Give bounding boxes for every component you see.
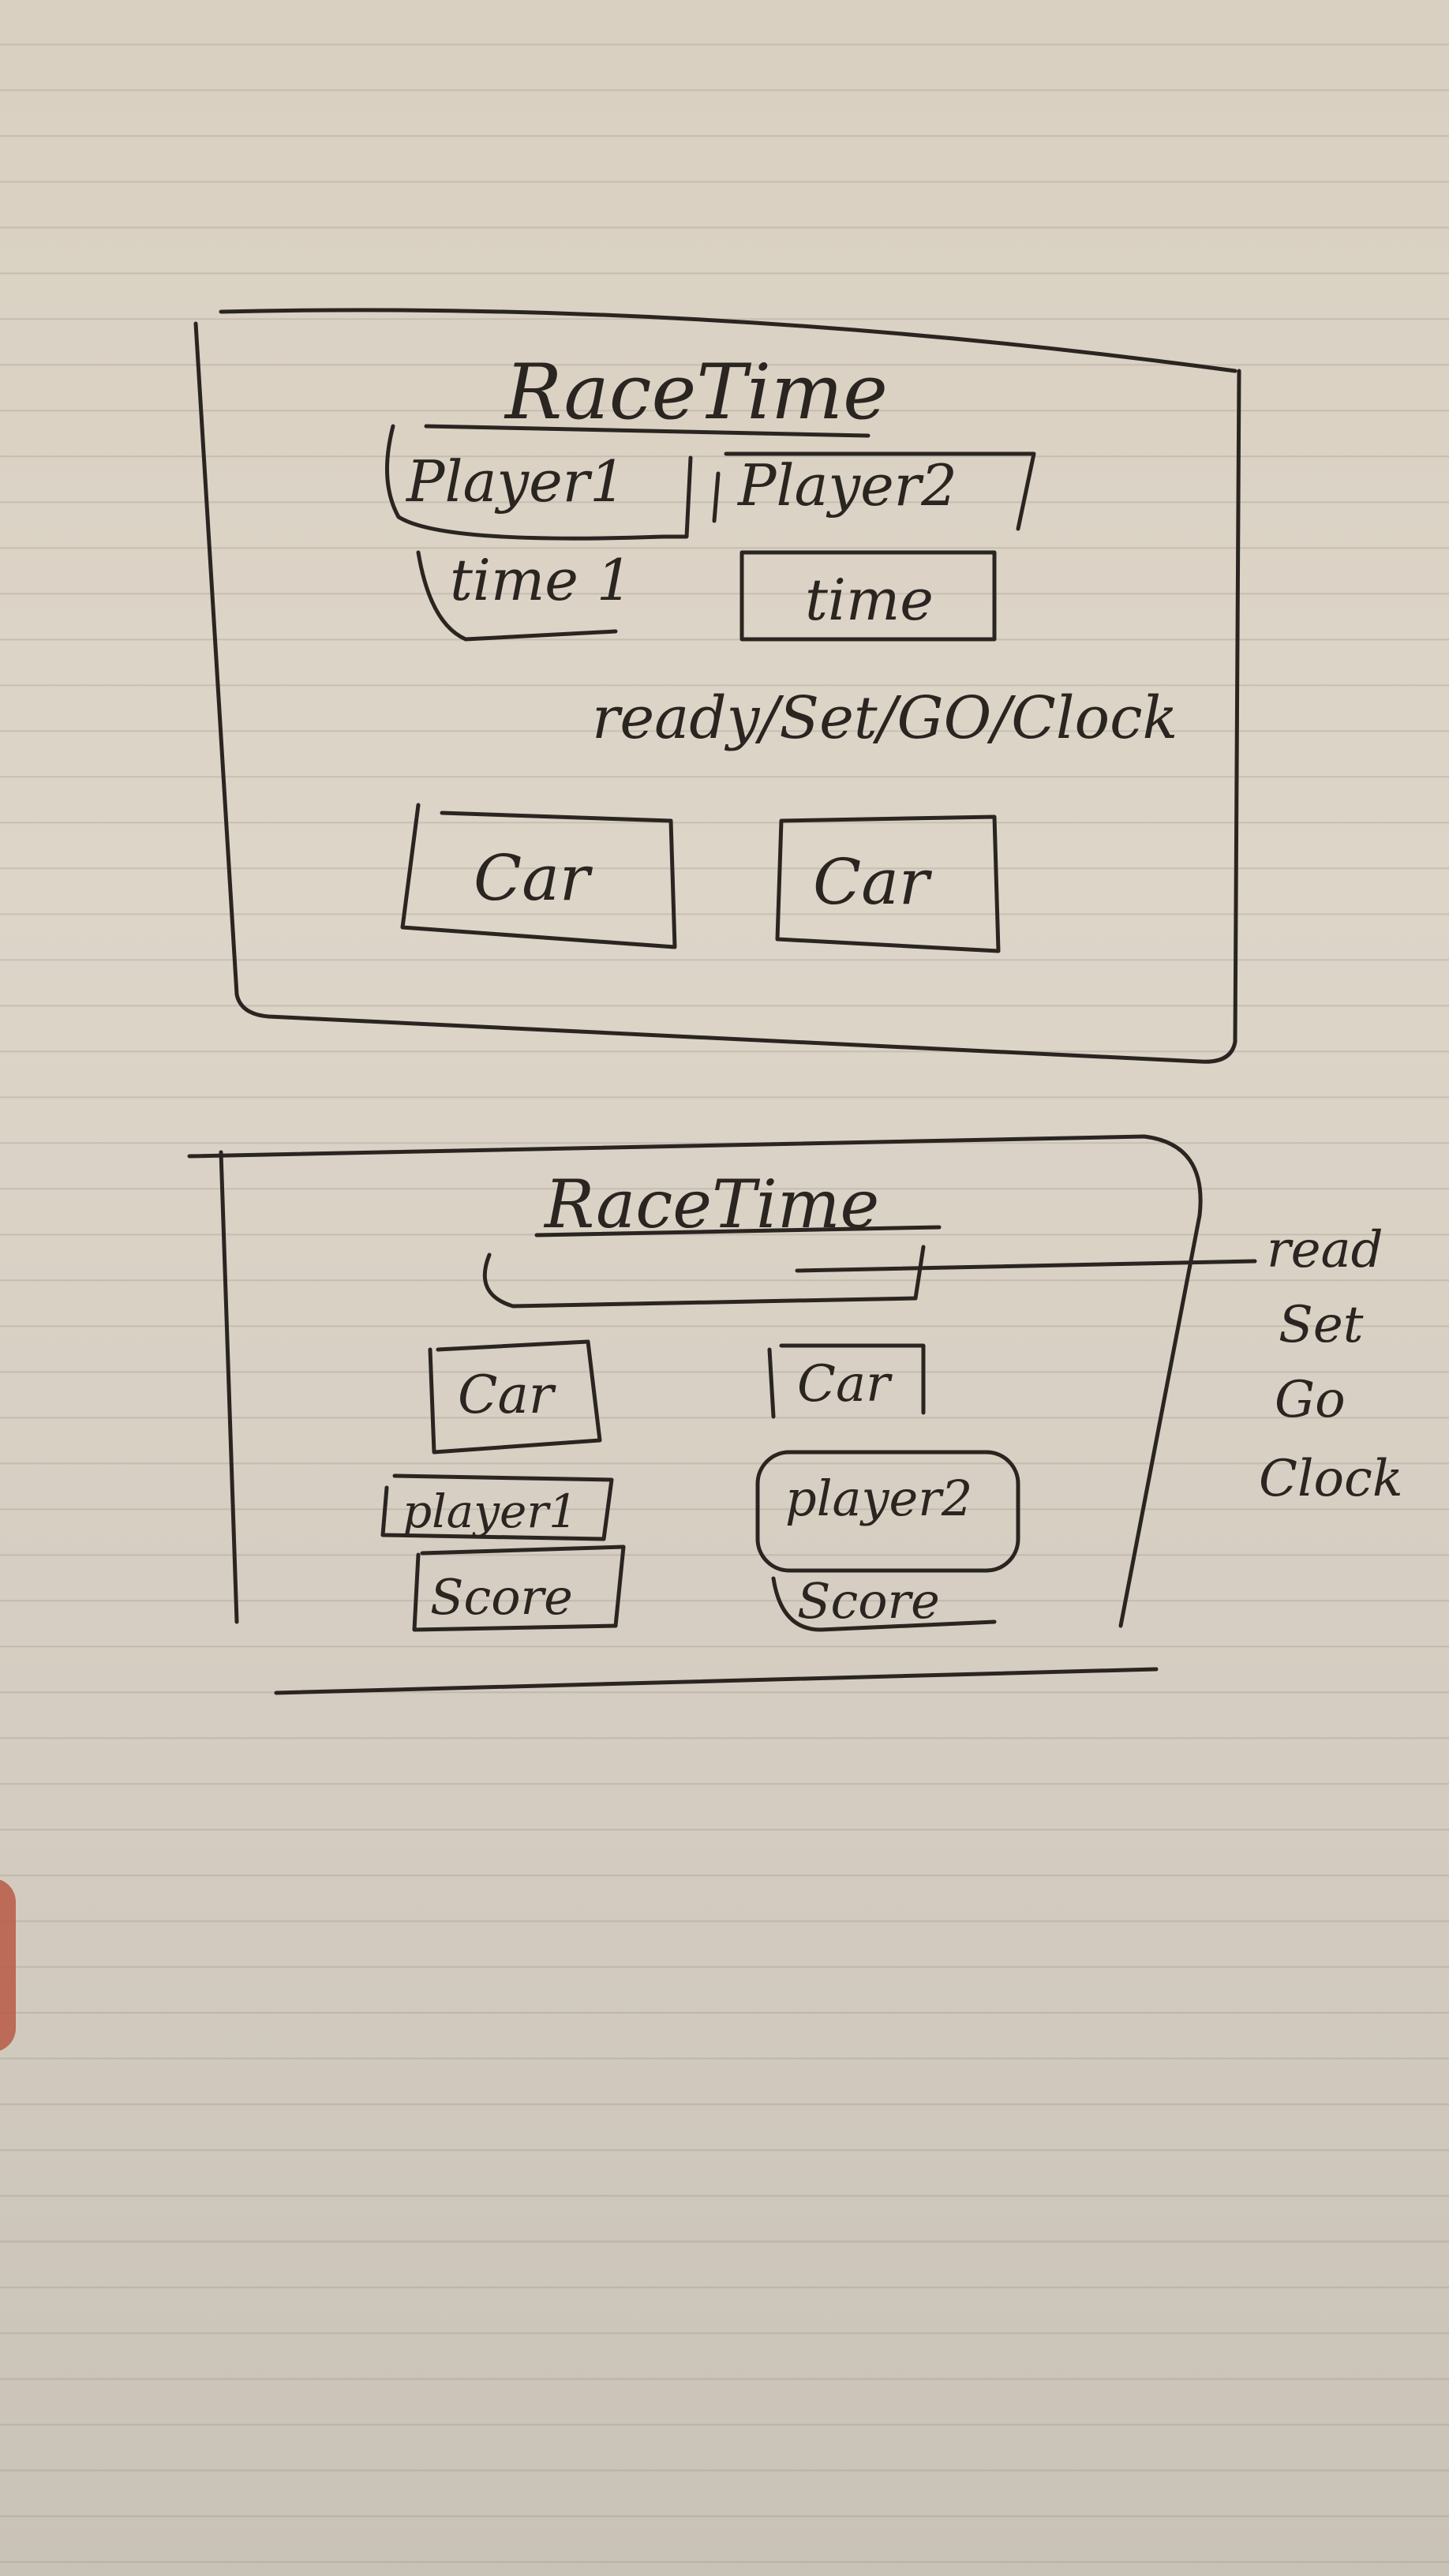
player1-box — [385, 424, 693, 541]
sketch-1-title: RaceTime — [504, 348, 888, 436]
player2-box-2 — [755, 1450, 1020, 1573]
player1-label: Player1 — [405, 448, 626, 515]
time2-label: time — [805, 567, 934, 633]
car2-label: Car — [813, 845, 933, 919]
player2-label-2: player2 — [785, 1470, 972, 1527]
annotation-go: Go — [1275, 1371, 1346, 1429]
thumb-edge — [0, 1878, 16, 2052]
car1-box-2 — [428, 1339, 602, 1455]
car2-box-2 — [767, 1343, 926, 1419]
annotation-set: Set — [1279, 1296, 1364, 1354]
sketch-1-frame — [193, 308, 1241, 1064]
score2-box — [771, 1576, 997, 1632]
score2-label: Score — [797, 1572, 940, 1630]
time2-box — [739, 550, 997, 642]
sketch-1-title-underline — [424, 424, 871, 438]
sketch-2: RaceTime read Set Go Clock Car Car playe… — [187, 1134, 1403, 1695]
score1-box — [412, 1544, 626, 1632]
status-label: ready/Set/GO/Clock — [592, 684, 1178, 752]
annotation-read: read — [1267, 1221, 1383, 1279]
time1-box — [416, 550, 618, 642]
sketch-2-title-underline — [534, 1225, 942, 1237]
player2-label: Player2 — [736, 452, 957, 519]
car2-label-2: Car — [797, 1355, 893, 1413]
car1-label-2: Car — [458, 1365, 556, 1425]
sketch-1: RaceTime Player1 Player2 time 1 time rea… — [193, 308, 1241, 1064]
sketch-2-frame-left — [219, 1150, 239, 1624]
score1-label: Score — [430, 1568, 573, 1626]
sketch-2-frame-top-right — [187, 1134, 1203, 1628]
car2-box — [775, 814, 1001, 953]
status-bar — [482, 1245, 1257, 1309]
car1-box — [400, 803, 677, 949]
player2-box — [712, 451, 1036, 531]
player1-box-2 — [380, 1473, 614, 1541]
player1-label-2: player1 — [402, 1485, 578, 1538]
sketch-2-frame-bottom — [274, 1667, 1159, 1695]
car1-label: Car — [474, 841, 593, 915]
time1-label: time 1 — [450, 547, 633, 613]
annotation-clock: Clock — [1259, 1450, 1403, 1508]
